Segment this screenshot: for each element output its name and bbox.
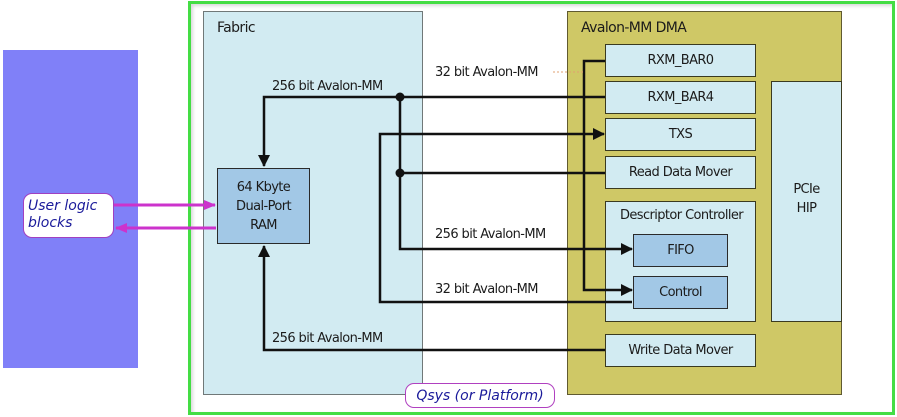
wire-write-data-mover-to-ram bbox=[258, 245, 605, 352]
dma-title: Avalon-MM DMA bbox=[581, 20, 687, 36]
rxm-bar0-label: RXM_BAR0 bbox=[647, 53, 715, 68]
user-logic-label: User logic blocks bbox=[23, 193, 114, 238]
pcie-hip-block[interactable]: PCIe HIP bbox=[771, 81, 842, 322]
bus-label-top-32: 32 bit Avalon-MM bbox=[435, 65, 538, 80]
read-data-mover-label: Read Data Mover bbox=[628, 165, 733, 180]
qsys-container bbox=[188, 1, 895, 415]
control-label: Control bbox=[659, 285, 702, 300]
write-data-mover-label: Write Data Mover bbox=[628, 343, 733, 358]
junction-dot-top bbox=[395, 92, 405, 102]
fifo-block[interactable]: FIFO bbox=[633, 234, 728, 267]
control-block[interactable]: Control bbox=[633, 276, 728, 309]
wire-rxm-bar4-to-ram bbox=[258, 95, 605, 167]
bus-label-mid-32: 32 bit Avalon-MM bbox=[435, 282, 538, 297]
pcie-label: PCIe bbox=[793, 182, 820, 197]
bus-label-bottom-256: 256 bit Avalon-MM bbox=[272, 331, 383, 346]
ram-line-3: RAM bbox=[250, 217, 277, 233]
rxm-bar0-block[interactable]: RXM_BAR0 bbox=[605, 44, 756, 77]
wire-junction-to-fifo bbox=[398, 97, 633, 255]
hip-label: HIP bbox=[796, 201, 817, 216]
txs-label: TXS bbox=[668, 127, 693, 142]
read-data-mover-block[interactable]: Read Data Mover bbox=[605, 156, 756, 189]
fabric-title: Fabric bbox=[217, 20, 256, 36]
qsys-label: Qsys (or Platform) bbox=[405, 383, 555, 408]
write-data-mover-block[interactable]: Write Data Mover bbox=[605, 334, 756, 367]
ram-line-1: 64 Kbyte bbox=[236, 179, 291, 195]
fifo-label: FIFO bbox=[667, 243, 694, 258]
bus-label-top-256: 256 bit Avalon-MM bbox=[272, 79, 383, 94]
descriptor-controller-label: Descriptor Controller bbox=[620, 208, 744, 223]
wire-rxm-bar0-to-control bbox=[582, 59, 633, 296]
dual-port-ram-block[interactable]: 64 Kbyte Dual-Port RAM bbox=[217, 168, 310, 244]
bus-label-mid-256: 256 bit Avalon-MM bbox=[435, 227, 546, 242]
rxm-bar4-block[interactable]: RXM_BAR4 bbox=[605, 81, 756, 114]
junction-dot-mid bbox=[395, 168, 405, 178]
ram-line-2: Dual-Port bbox=[236, 198, 291, 214]
rxm-bar4-label: RXM_BAR4 bbox=[647, 90, 715, 105]
txs-block[interactable]: TXS bbox=[605, 118, 756, 151]
wire-control-to-txs bbox=[378, 128, 632, 304]
